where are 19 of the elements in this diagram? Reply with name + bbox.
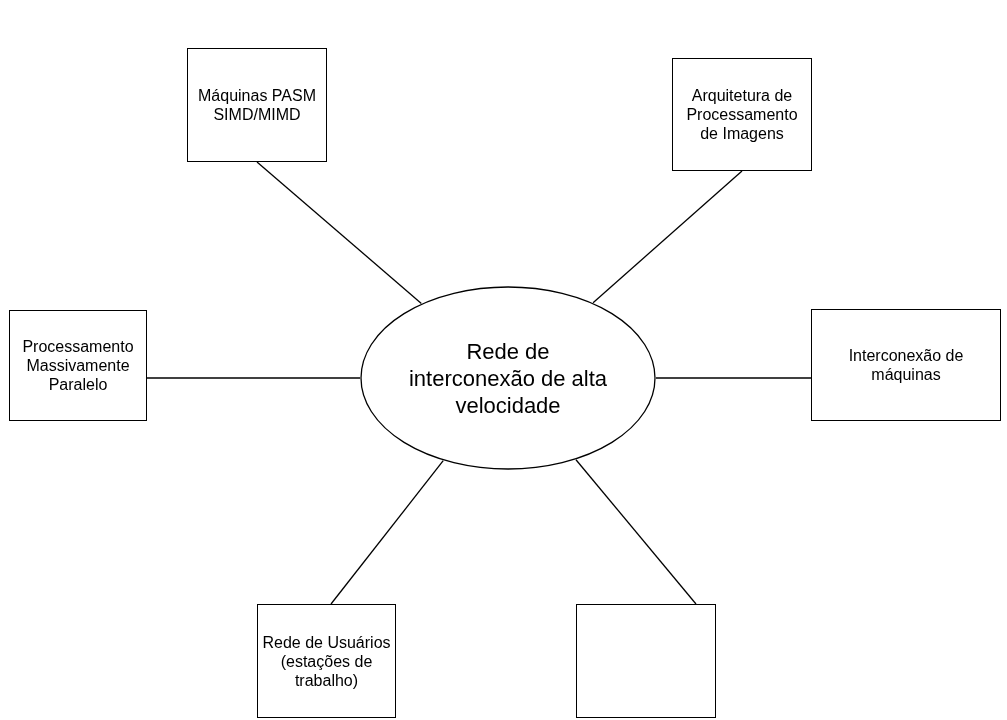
node-label: Processamento Massivamente Paralelo [21,337,135,394]
process-box [576,604,716,718]
process-box [187,48,327,162]
node-label: Interconexão de máquinas [847,346,965,384]
connector-line [592,170,743,304]
connector-line [575,459,697,605]
process-box [257,604,396,718]
connector-line [330,460,444,605]
ellipse-node [360,286,656,470]
connector-line [655,377,812,379]
connector-line [146,377,361,379]
process-box [811,309,1001,421]
node-label: Rede de interconexão de alta velocidade [408,337,608,419]
connector-line [256,161,422,305]
node-label: Rede de Usuários (estações de trabalho) [261,632,392,690]
process-box [672,58,812,171]
node-label: Máquinas PASM SIMD/MIMD [197,86,317,124]
node-label: Arquitetura de Processamento de Imagens [685,86,799,143]
process-box [9,310,147,421]
